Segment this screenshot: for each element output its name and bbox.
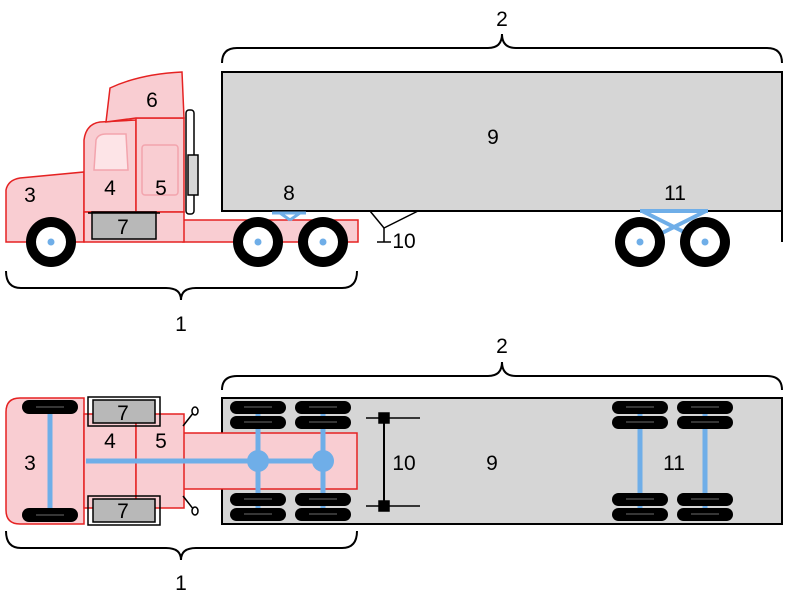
top-differential-2 (312, 450, 334, 472)
top-label-cab: 4 (104, 430, 116, 453)
top-trailer-brace (221, 361, 783, 391)
top-label-landing-gear: 10 (392, 452, 415, 475)
side-landing-gear (369, 210, 419, 243)
side-exhaust-muffler (187, 154, 199, 196)
top-differential-1 (247, 450, 269, 472)
side-tractor-wheels (26, 217, 348, 267)
top-tire-treads (36, 406, 719, 516)
side-label-cab: 4 (104, 177, 116, 200)
top-label-fuel-tank-bottom: 7 (117, 500, 129, 523)
side-wheel-front (26, 217, 76, 267)
side-label-landing-gear: 10 (392, 230, 415, 253)
top-engine-hood (5, 397, 85, 525)
top-label-trailer-axles: 11 (663, 452, 685, 475)
side-wheel-drive-1 (233, 217, 283, 267)
side-label-engine-hood: 3 (24, 184, 36, 207)
side-fifth-wheel (272, 211, 306, 222)
side-wheel-trailer-2 (680, 217, 730, 267)
top-truck-brace (5, 530, 358, 561)
top-view: 2 7 4 5 3 10 9 11 7 1 (5, 335, 783, 595)
side-wheel-trailer-1 (615, 217, 665, 267)
side-trailer-body (221, 71, 783, 212)
side-label-trailer-brace: 2 (496, 8, 508, 31)
side-label-truck-brace: 1 (175, 313, 187, 336)
top-label-trailer-brace: 2 (496, 335, 508, 358)
side-view: 2 6 9 3 4 5 8 11 7 10 1 (5, 8, 783, 336)
side-label-trailer-axles: 11 (664, 182, 686, 205)
side-label-trailer-body: 9 (487, 126, 499, 149)
side-wheel-drive-2 (298, 217, 348, 267)
top-label-trailer-body: 9 (486, 452, 498, 475)
top-tires (22, 400, 733, 522)
side-label-fairing: 6 (146, 89, 158, 112)
side-label-fuel-tank: 7 (117, 216, 129, 239)
top-landing-gear (366, 412, 420, 512)
top-fuel-tank-top (87, 396, 161, 427)
top-label-sleeper: 5 (155, 430, 167, 453)
top-label-truck-brace: 1 (175, 572, 187, 595)
side-trailer-brace (221, 33, 783, 64)
side-truck-brace (5, 270, 358, 301)
side-label-fifth-wheel: 8 (283, 182, 295, 205)
side-label-sleeper: 5 (155, 177, 167, 200)
side-fairing (105, 71, 185, 123)
top-label-engine-hood: 3 (24, 452, 36, 475)
top-mirrors (182, 406, 199, 516)
side-trailer-wheels (615, 217, 730, 267)
side-sleeper-window (141, 144, 179, 196)
side-cab-window (93, 133, 129, 171)
top-fuel-tank-bottom (87, 495, 161, 526)
top-label-fuel-tank-top: 7 (117, 402, 129, 425)
side-fuel-tank (91, 211, 157, 240)
